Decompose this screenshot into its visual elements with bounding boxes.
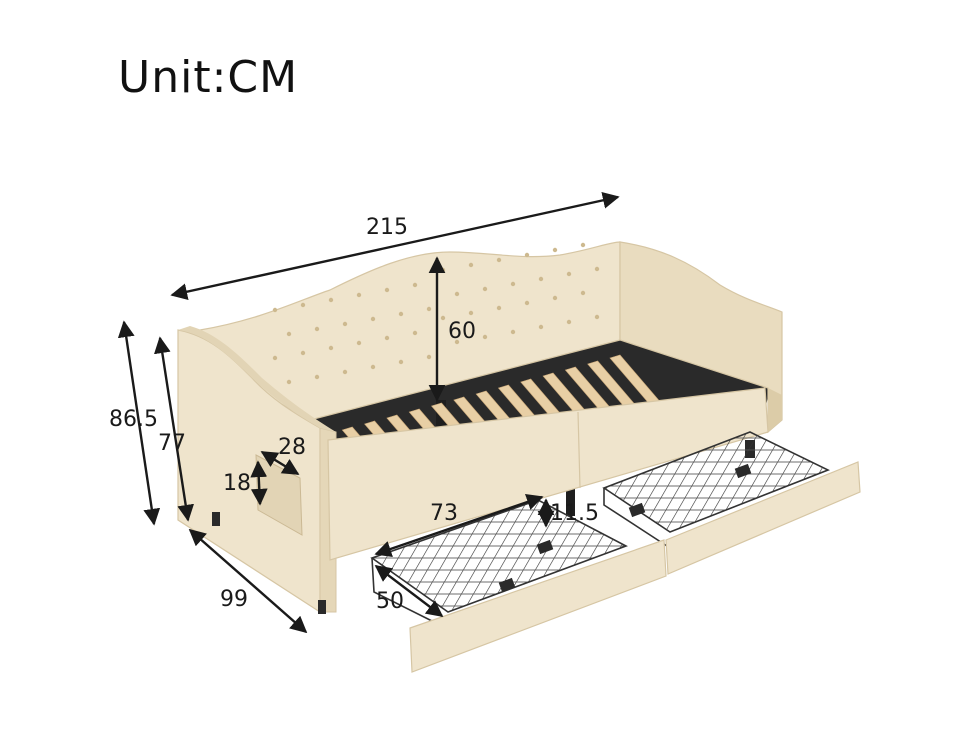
tuft-button [496,305,502,311]
tuft-button [426,354,432,360]
tuft-button [566,271,572,277]
tuft-button [454,339,460,345]
tuft-button [482,334,488,340]
depth-label: 99 [220,587,248,612]
arm-height-label: 77 [158,431,186,456]
backrest-height-label: 60 [448,319,476,344]
length-arrow [170,192,620,300]
tuft-button [440,267,446,273]
tuft-button [384,287,390,293]
tuft-button [342,321,348,327]
pocket-height-arrow [250,460,268,506]
tuft-button [594,314,600,320]
tuft-button [510,281,516,287]
tuft-button [468,262,474,268]
pocket-width-label: 28 [278,435,306,460]
arm-height-arrow [153,336,195,522]
tuft-button [272,307,278,313]
dimension-lines [117,192,620,634]
tuft-button [300,350,306,356]
tuft-button [566,319,572,325]
tuft-button [412,282,418,288]
tuft-button [440,315,446,321]
tuft-button [384,335,390,341]
tuft-button [300,302,306,308]
tuft-button [552,247,558,253]
total-height-arrow [117,320,161,526]
tuft-button [356,292,362,298]
unit-label: Unit:CM [118,52,299,103]
tuft-button [272,355,278,361]
tuft-button [314,326,320,332]
tuft-button [580,242,586,248]
tuft-button [426,306,432,312]
tuft-button [342,369,348,375]
drawer-depth-label: 50 [376,589,404,614]
tuft-button [496,257,502,263]
tuft-button [538,324,544,330]
tuft-button [454,291,460,297]
tuft-button [370,316,376,322]
tuft-button [580,290,586,296]
drawer-depth-arrow [374,564,444,618]
tuft-button [482,286,488,292]
drawer-right [602,431,861,575]
tuft-button [468,310,474,316]
length-label: 215 [366,215,408,240]
tuft-button [286,379,292,385]
tuft-button [510,329,516,335]
tuft-button [328,297,334,303]
tuft-button [286,331,292,337]
tuft-button [398,359,404,365]
total-height-label: 86.5 [109,407,158,432]
tuft-button [412,330,418,336]
tuft-button [552,295,558,301]
tuft-button [314,374,320,380]
pocket-height-label: 18 [223,471,251,496]
pocket-width-arrow [260,450,300,476]
drawer-length-label: 73 [430,501,458,526]
tuft-button [594,266,600,272]
tuft-button [524,300,530,306]
depth-arrow [188,528,308,634]
tuft-button [398,311,404,317]
drawer-height-label: 11.5 [550,501,599,526]
tuft-button [538,276,544,282]
dimension-labels: 215 60 86.5 77 28 18 99 73 11.5 50 [109,215,599,614]
tuft-button [524,252,530,258]
drawer-length-arrow [374,493,544,558]
tuft-button [356,340,362,346]
tuft-button [370,364,376,370]
tuft-button [328,345,334,351]
